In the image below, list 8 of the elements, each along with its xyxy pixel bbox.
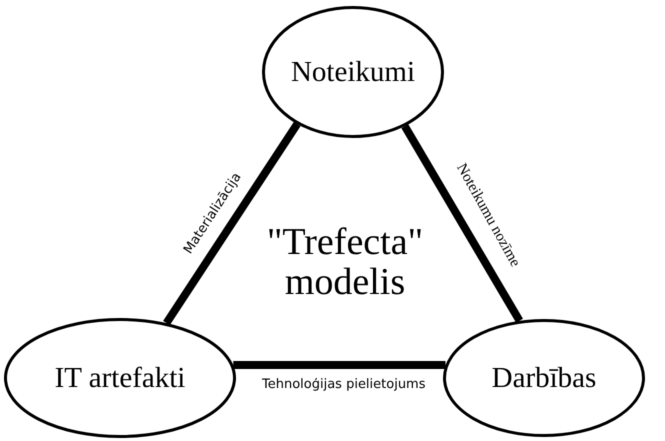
connector-line [401,124,523,323]
diagram-title-label: "Trefecta" modelis [266,223,424,303]
node-label: Noteikumi [290,56,416,88]
edge-label: Tehnoloģijas pielietojums [262,376,426,392]
node-label: Darbības [492,362,596,394]
node-label: IT artefakti [54,362,186,394]
connector-line [163,122,300,326]
connector-line [233,361,446,369]
